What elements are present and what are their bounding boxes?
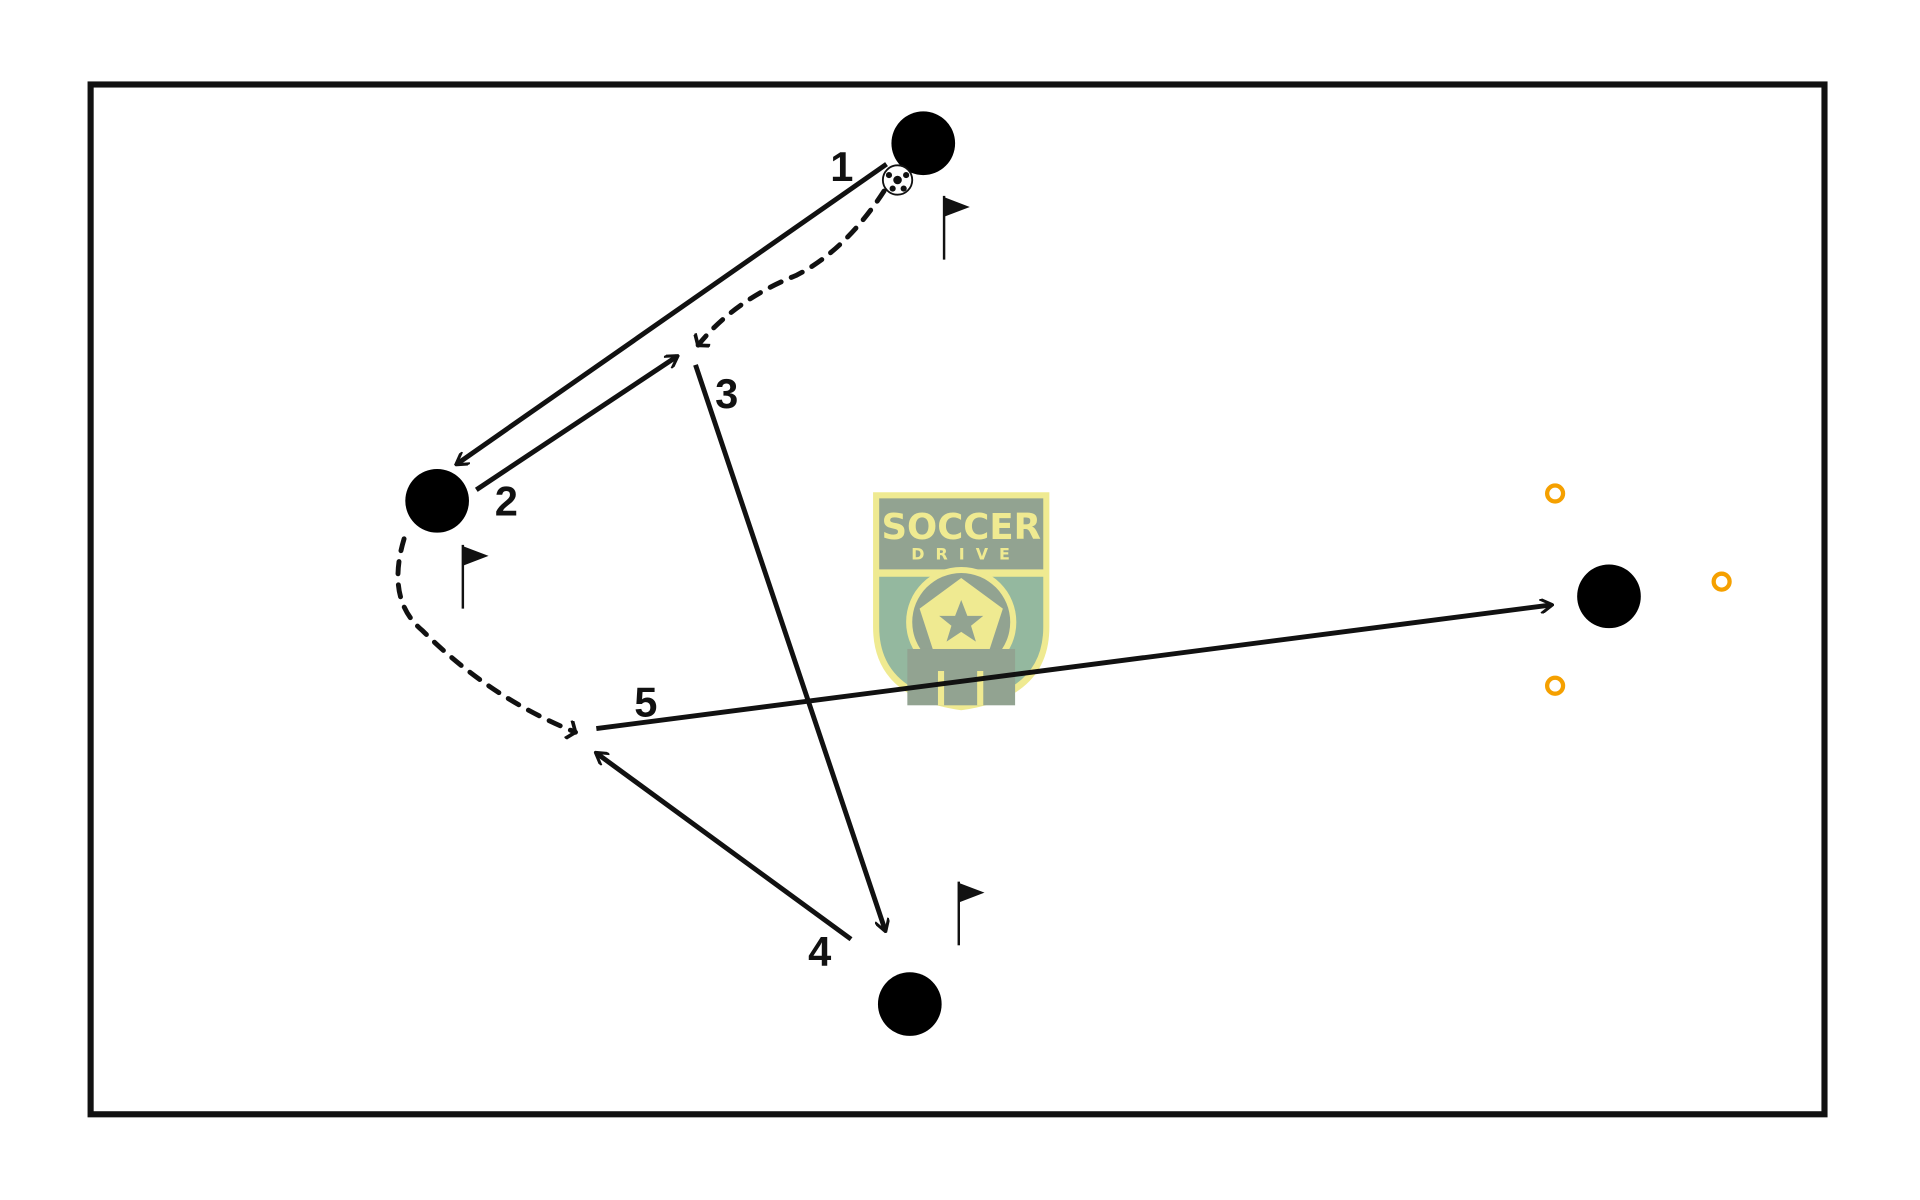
pass-1 (457, 162, 888, 464)
player (891, 111, 956, 176)
flag-icon (461, 544, 489, 609)
player (1577, 564, 1641, 629)
logo-text-drive: DRIVE (911, 545, 1021, 564)
soccer-drive-logo: SOCCER DRIVE (873, 492, 1050, 711)
pass-5 (596, 605, 1551, 732)
flag-icon (957, 881, 985, 946)
pass-4 (596, 753, 853, 942)
player (405, 468, 469, 533)
step-label-1: 1 (830, 143, 853, 190)
pass-3 (693, 364, 886, 931)
run-2 (395, 536, 578, 732)
step-label-3: 3 (715, 370, 738, 417)
flag-icon (942, 195, 970, 260)
cone (1545, 483, 1566, 504)
run-1 (698, 188, 887, 348)
player (877, 972, 942, 1036)
cone (1711, 571, 1732, 592)
step-label-2: 2 (495, 478, 518, 525)
step-label-5: 5 (634, 678, 657, 725)
pass-2 (474, 356, 677, 492)
cone (1545, 675, 1566, 696)
step-label-4: 4 (808, 928, 831, 975)
soccer-ball-icon (881, 164, 914, 196)
logo-text-soccer: SOCCER (881, 507, 1040, 548)
